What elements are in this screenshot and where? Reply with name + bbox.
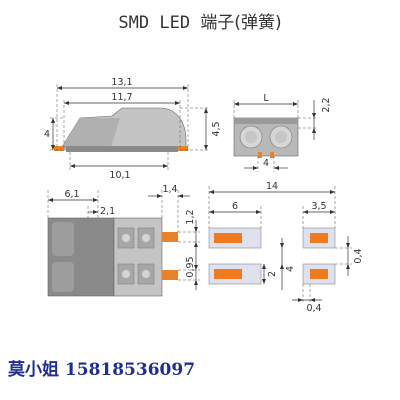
front-view: L 4 2,2 (233, 93, 332, 172)
dim-footprint-gap: 4 (285, 266, 296, 272)
dim-footprint-pad-h: 2 (267, 271, 278, 277)
dim-top-pin-v2: 0,95 (185, 256, 196, 277)
side-view: 13,1 11,7 10,1 4 4,5 (44, 77, 222, 181)
dim-top-pitch-1: 6,1 (64, 189, 79, 200)
side-view-base (66, 146, 178, 152)
dim-footprint-right: 3,5 (311, 201, 326, 212)
side-view-pin-right (178, 146, 188, 151)
dim-front-width: L (263, 93, 269, 104)
dim-side-base: 10,1 (109, 170, 130, 181)
page-title: SMD LED 端子(弹簧) (0, 8, 400, 33)
dim-front-top: 2,2 (321, 97, 332, 112)
dim-footprint-side: 0,4 (353, 248, 364, 263)
dim-side-total: 13,1 (111, 77, 132, 88)
dim-top-pin-v1: 1,2 (185, 209, 196, 224)
dim-footprint-total: 14 (266, 181, 278, 192)
dim-footprint-bottom: 0,4 (306, 303, 321, 314)
dim-front-bottom: 4 (263, 158, 269, 169)
footprint-view: 14 6 3,5 2 4 0,4 0,4 (208, 181, 364, 314)
top-view: 6,1 2,1 1,4 1,2 0,95 (47, 184, 200, 297)
dim-footprint-left: 6 (232, 201, 238, 212)
dim-side-height-right: 4,5 (211, 121, 222, 136)
dim-top-pin-len: 1,4 (162, 184, 177, 195)
title-latin: SMD LED (118, 13, 191, 33)
side-view-pin-left (54, 146, 64, 151)
dim-side-height: 4 (44, 129, 50, 140)
dim-side-body: 11,7 (111, 92, 132, 103)
title-chinese: 端子(弹簧) (200, 13, 282, 33)
contact-line: 莫小姐 15818536097 (8, 360, 196, 380)
top-view-pin-upper (162, 232, 178, 242)
side-view-shade (60, 118, 120, 150)
dim-top-pitch-2: 2,1 (100, 206, 115, 217)
top-view-pin-lower (162, 270, 178, 280)
